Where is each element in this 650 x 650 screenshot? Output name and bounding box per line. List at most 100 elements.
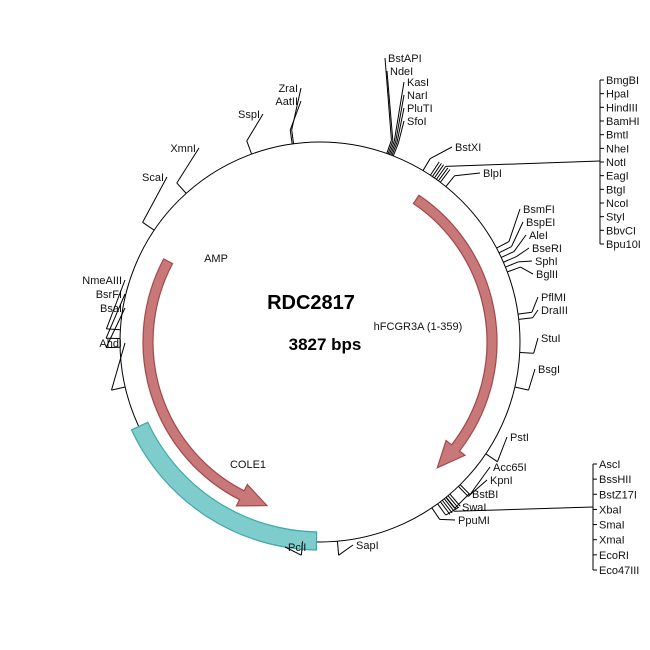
- site-tick: [390, 141, 397, 156]
- site-xmni: XmnI: [170, 143, 200, 194]
- site-aatii: AatII: [275, 96, 302, 145]
- site-leader: [429, 146, 453, 160]
- site-leader: [508, 208, 521, 242]
- site-tick: [517, 311, 532, 315]
- site-label: SphI: [535, 256, 558, 268]
- group-tick: [443, 498, 455, 512]
- site-label: BsgI: [538, 364, 560, 376]
- site-label-bbvci: BbvCI: [606, 225, 636, 237]
- site-bsrfi: BsrFI: [96, 289, 126, 340]
- site-bstapi: BstAPI: [384, 53, 422, 154]
- site-leader: [105, 307, 126, 348]
- site-label: PflMI: [541, 292, 566, 304]
- site-leader: [105, 293, 126, 339]
- group-tick: [445, 496, 457, 510]
- site-leader: [246, 113, 264, 142]
- site-bstxi: BstXI: [422, 142, 481, 171]
- site-leader: [445, 506, 460, 516]
- site-label: BstAPI: [388, 53, 422, 65]
- site-sapi: SapI: [336, 540, 379, 556]
- site-tick: [496, 241, 510, 249]
- site-tick: [519, 351, 534, 354]
- site-label: XmnI: [170, 143, 196, 155]
- site-leader: [496, 436, 508, 462]
- site-kasi: KasI: [388, 77, 429, 155]
- site-leader: [511, 221, 524, 247]
- site-leader: [105, 279, 126, 330]
- site-blpi: BlpI: [445, 168, 502, 187]
- site-tick: [503, 256, 517, 263]
- site-leader: [467, 479, 488, 497]
- site-label: SapI: [356, 540, 379, 552]
- site-tick: [106, 328, 121, 331]
- site-label: NarI: [407, 90, 428, 102]
- site-label: ZraI: [278, 83, 298, 95]
- site-bsgi: BsgI: [514, 364, 560, 391]
- site-label: KasI: [407, 77, 429, 89]
- group-tick: [439, 169, 451, 183]
- site-group-layer: BmgBIHpaIHindIIIBamHIBmtINheINotIEagIBtg…: [429, 75, 641, 577]
- site-tick: [176, 182, 187, 194]
- group-tick: [439, 501, 451, 515]
- site-label: BsmFI: [523, 204, 555, 216]
- group-tick: [441, 499, 453, 514]
- site-draiii: DraIII: [518, 305, 568, 320]
- site-leader: [384, 57, 392, 141]
- site-ndei: NdeI: [386, 66, 413, 155]
- site-leader: [338, 544, 354, 556]
- site-label-xmai: XmaI: [599, 535, 625, 547]
- group-tick: [434, 164, 444, 179]
- site-label-eagi: EagI: [606, 171, 629, 183]
- site-bspei: BspEI: [498, 217, 555, 254]
- site-label: NmeAIII: [82, 275, 122, 287]
- site-ppumi: PpuMI: [431, 507, 490, 527]
- site-label: BsaI: [100, 303, 122, 315]
- site-label: BglII: [536, 269, 558, 281]
- site-nari: NarI: [390, 90, 428, 156]
- site-bsai: BsaI: [100, 303, 126, 349]
- site-label-bsshii: BssHII: [599, 474, 631, 486]
- restriction-site-layer: BstAPINdeIKasINarIPluTISfoIBstXIBlpIBsmF…: [82, 53, 568, 556]
- site-leader: [513, 234, 527, 252]
- site-tick: [458, 486, 469, 497]
- site-label: BspEI: [526, 217, 555, 229]
- group-tick: [429, 161, 440, 176]
- site-label: Acc65I: [493, 462, 527, 474]
- site-group-1: BmgBIHpaIHindIIIBamHIBmtINheINotIEagIBtg…: [429, 75, 641, 251]
- site-tick: [386, 140, 392, 154]
- site-label-bmgbi: BmgBI: [606, 75, 639, 87]
- site-label-btgi: BtgI: [606, 184, 626, 196]
- site-leader: [142, 176, 168, 223]
- site-leader: [515, 247, 530, 258]
- site-label: BsrFI: [96, 289, 122, 301]
- site-label: PpuMI: [458, 515, 490, 527]
- site-tick: [422, 158, 431, 171]
- site-zrai: ZraI: [278, 83, 302, 144]
- site-leader: [520, 266, 534, 275]
- site-leader: [289, 100, 302, 131]
- site-leader: [397, 120, 405, 144]
- site-leader: [111, 342, 126, 391]
- site-tick: [505, 261, 519, 268]
- site-sspi: SspI: [238, 109, 264, 155]
- group-tick: [449, 493, 461, 507]
- site-label-styi: StyI: [606, 212, 625, 224]
- site-tick: [391, 142, 398, 156]
- site-label: DraIII: [541, 305, 568, 317]
- site-label: BseRI: [532, 243, 562, 255]
- site-label-nhei: NheI: [606, 143, 629, 155]
- site-leader: [528, 368, 536, 391]
- site-leader: [396, 107, 405, 143]
- site-tick: [336, 541, 340, 556]
- site-sphi: SphI: [505, 256, 558, 268]
- feature-arrow-amp: [142, 258, 269, 507]
- feature-label-amp: AMP: [204, 253, 228, 265]
- site-label-eco47iii: Eco47III: [599, 565, 639, 577]
- site-leader: [469, 466, 491, 495]
- site-leader: [284, 546, 302, 556]
- site-leader: [393, 81, 405, 142]
- site-bsmfi: BsmFI: [496, 204, 555, 249]
- site-tick: [459, 484, 471, 495]
- site-leader: [533, 337, 539, 354]
